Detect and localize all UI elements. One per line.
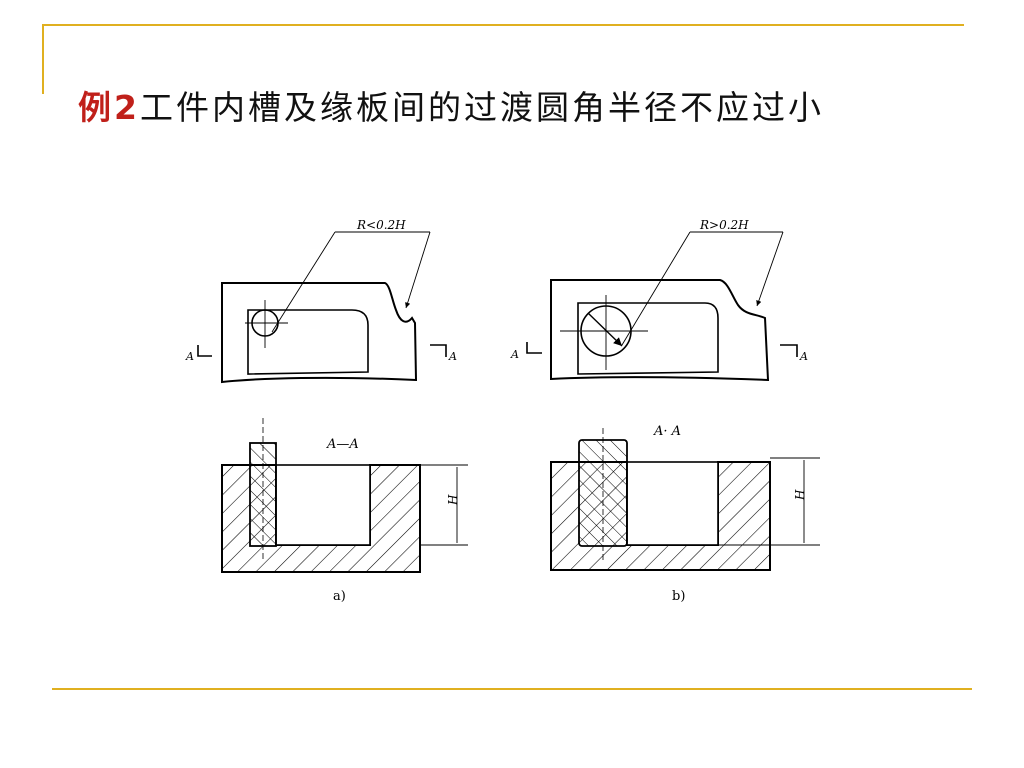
top-rule [42,24,964,26]
figure-a-section-title: A—A [326,437,359,452]
figure-b-radius-note: R>0.2H [699,218,749,232]
title-prefix: 例2 [78,88,140,127]
figure-b-plate-outline [550,279,770,382]
title-text: 工件内槽及缘板间的过渡圆角半径不应过小 [139,88,824,127]
figure-a-height-label: H [446,494,460,506]
left-rule [42,24,44,94]
figure-a-pocket-section [275,464,371,546]
figure-a-section-right-label: A [448,350,457,363]
figure-b-caption: b) [672,589,685,604]
figure-b-pocket [577,302,719,375]
figure-b: R>0.2H A A A· A H b) [510,218,820,604]
figure-a-pocket [247,309,369,375]
slide-title: 例2工件内槽及缘板间的过渡圆角半径不应过小 [78,86,824,130]
figure-b-section-left-label: A [510,348,519,361]
bottom-rule [52,688,972,690]
figure-b-section-title: A· A [653,424,681,439]
figure-a: R<0.2H A A A—A H a) [185,218,468,604]
figure-a-section-left-label: A [185,350,194,363]
figure-b-pocket-section [626,461,719,546]
figure-b-section-right-label: A [799,350,808,363]
figure-a-plate-outline [221,282,418,384]
figure-b-height-label: H [793,489,807,501]
figure-a-radius-note: R<0.2H [356,218,406,232]
figure-a-caption: a) [333,589,346,604]
